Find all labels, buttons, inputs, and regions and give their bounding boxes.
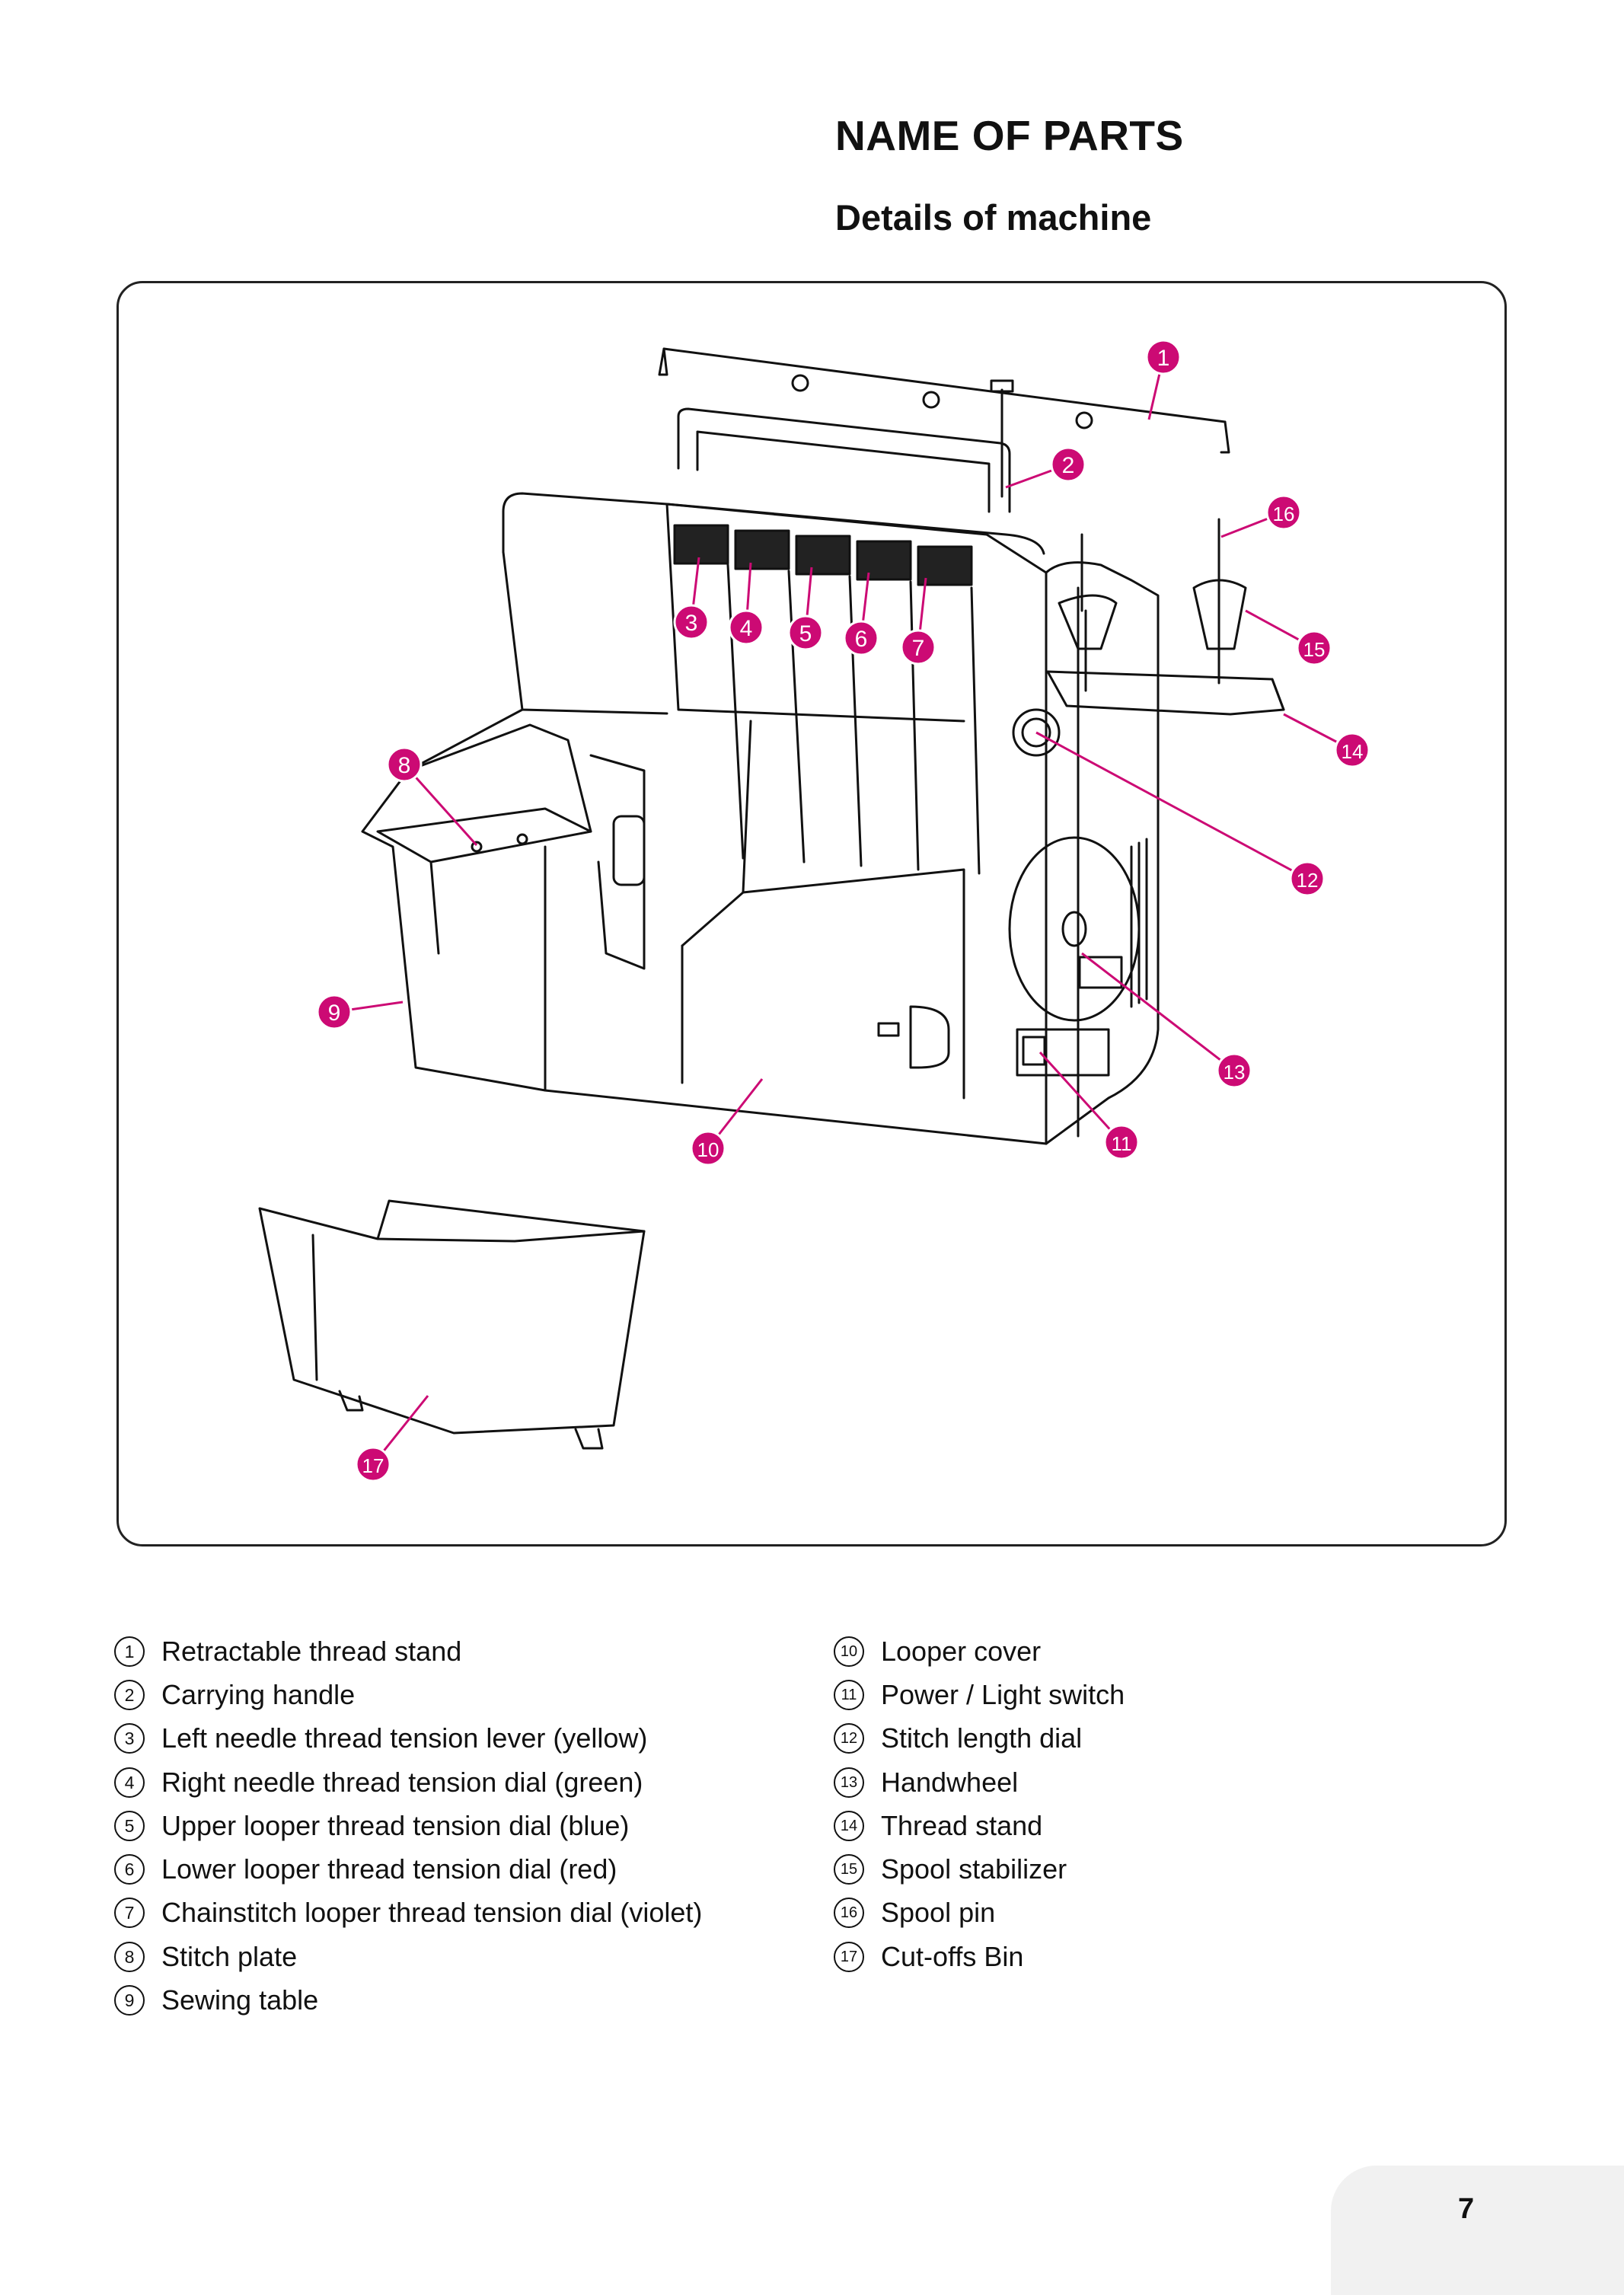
svg-text:8: 8 — [398, 753, 411, 778]
callout-marker-3: 3 — [673, 604, 710, 640]
part-number: 15 — [834, 1854, 864, 1885]
part-label: Handwheel — [881, 1766, 1019, 1798]
part-label: Sewing table — [161, 1984, 319, 2016]
parts-list-right: 10 Looper cover 11 Power / Light switch 12… — [834, 1629, 1125, 1978]
part-number: 8 — [114, 1941, 145, 1972]
svg-text:7: 7 — [912, 636, 925, 661]
part-label: Looper cover — [881, 1635, 1042, 1667]
list-item: 3 Left needle thread tension lever (yello… — [114, 1717, 702, 1760]
part-label: Spool stabilizer — [881, 1853, 1067, 1885]
list-item: 9 Sewing table — [114, 1978, 702, 2022]
part-number: 5 — [114, 1810, 145, 1841]
page-title: NAME OF PARTS — [835, 112, 1184, 159]
list-item: 7 Chainstitch looper thread tension dial … — [114, 1891, 702, 1935]
page-number: 7 — [1458, 2193, 1475, 2225]
svg-text:4: 4 — [740, 616, 753, 641]
callout-marker-11: 11 — [1103, 1124, 1140, 1160]
svg-text:17: 17 — [362, 1454, 384, 1477]
callout-marker-2: 2 — [1050, 446, 1086, 483]
list-item: 15 Spool stabilizer — [834, 1847, 1125, 1891]
svg-text:2: 2 — [1062, 453, 1075, 478]
part-label: Lower looper thread tension dial (red) — [161, 1853, 617, 1885]
callout-marker-10: 10 — [690, 1130, 726, 1167]
svg-text:6: 6 — [855, 627, 868, 652]
serger-drawing: 1 2 3 4 5 6 7 — [258, 339, 1370, 1483]
svg-text:15: 15 — [1303, 638, 1326, 661]
part-number: 3 — [114, 1723, 145, 1754]
machine-linework — [258, 347, 1285, 1450]
part-number: 13 — [834, 1767, 864, 1798]
part-label: Stitch length dial — [881, 1722, 1083, 1754]
part-number: 14 — [834, 1810, 864, 1841]
part-label: Retractable thread stand — [161, 1635, 462, 1667]
part-number: 7 — [114, 1898, 145, 1929]
list-item: 1 Retractable thread stand — [114, 1629, 702, 1673]
list-item: 11 Power / Light switch — [834, 1673, 1125, 1716]
callout-marker-15: 15 — [1296, 630, 1332, 666]
part-number: 1 — [114, 1636, 145, 1667]
list-item: 8 Stitch plate — [114, 1935, 702, 1978]
list-item: 13 Handwheel — [834, 1760, 1125, 1804]
svg-text:13: 13 — [1224, 1061, 1246, 1084]
svg-text:12: 12 — [1297, 869, 1319, 892]
svg-text:10: 10 — [697, 1138, 719, 1161]
callout-marker-6: 6 — [843, 620, 879, 656]
list-item: 14 Thread stand — [834, 1804, 1125, 1847]
svg-text:14: 14 — [1342, 740, 1364, 763]
svg-text:16: 16 — [1273, 503, 1295, 525]
page-subtitle: Details of machine — [835, 197, 1152, 238]
part-number: 4 — [114, 1767, 145, 1798]
callout-marker-8: 8 — [386, 746, 423, 783]
svg-text:3: 3 — [685, 611, 698, 636]
callout-marker-12: 12 — [1289, 860, 1326, 897]
list-item: 12 Stitch length dial — [834, 1717, 1125, 1760]
svg-text:1: 1 — [1157, 346, 1170, 371]
callout-marker-13: 13 — [1216, 1052, 1252, 1089]
list-item: 2 Carrying handle — [114, 1673, 702, 1716]
part-number: 11 — [834, 1679, 864, 1710]
part-label: Thread stand — [881, 1809, 1043, 1841]
page-number-tab — [1331, 2166, 1624, 2295]
list-item: 17 Cut-offs Bin — [834, 1935, 1125, 1978]
callout-marker-7: 7 — [900, 629, 936, 666]
part-label: Upper looper thread tension dial (blue) — [161, 1809, 630, 1841]
callout-marker-9: 9 — [316, 994, 353, 1030]
machine-illustration: 1 2 3 4 5 6 7 — [116, 281, 1507, 1546]
callout-marker-4: 4 — [728, 609, 764, 646]
svg-text:11: 11 — [1112, 1132, 1132, 1155]
list-item: 16 Spool pin — [834, 1891, 1125, 1935]
callout-marker-5: 5 — [787, 614, 824, 651]
callout-marker-1: 1 — [1145, 339, 1182, 375]
list-item: 6 Lower looper thread tension dial (red) — [114, 1847, 702, 1891]
part-number: 9 — [114, 1985, 145, 2016]
parts-list-left: 1 Retractable thread stand 2 Carrying hand… — [114, 1629, 702, 2022]
callout-marker-17: 17 — [355, 1446, 391, 1483]
part-number: 6 — [114, 1854, 145, 1885]
list-item: 10 Looper cover — [834, 1629, 1125, 1673]
callout-marker-14: 14 — [1334, 732, 1370, 768]
callout-marker-16: 16 — [1265, 494, 1302, 531]
part-number: 16 — [834, 1898, 864, 1929]
callout-leaders — [333, 356, 1353, 1465]
part-number: 12 — [834, 1723, 864, 1754]
part-label: Chainstitch looper thread tension dial (… — [161, 1897, 703, 1929]
part-label: Left needle thread tension lever (yellow… — [161, 1722, 648, 1754]
part-label: Stitch plate — [161, 1940, 298, 1972]
part-number: 2 — [114, 1679, 145, 1710]
list-item: 4 Right needle thread tension dial (green… — [114, 1760, 702, 1804]
part-label: Cut-offs Bin — [881, 1940, 1024, 1972]
svg-text:9: 9 — [328, 1001, 341, 1026]
part-label: Spool pin — [881, 1897, 996, 1929]
part-label: Power / Light switch — [881, 1678, 1125, 1710]
part-number: 10 — [834, 1636, 864, 1667]
part-label: Right needle thread tension dial (green) — [161, 1766, 643, 1798]
list-item: 5 Upper looper thread tension dial (blue) — [114, 1804, 702, 1847]
part-label: Carrying handle — [161, 1678, 356, 1710]
part-number: 17 — [834, 1941, 864, 1972]
svg-text:5: 5 — [799, 621, 812, 646]
callout-markers: 1 2 3 4 5 6 7 — [316, 339, 1370, 1483]
